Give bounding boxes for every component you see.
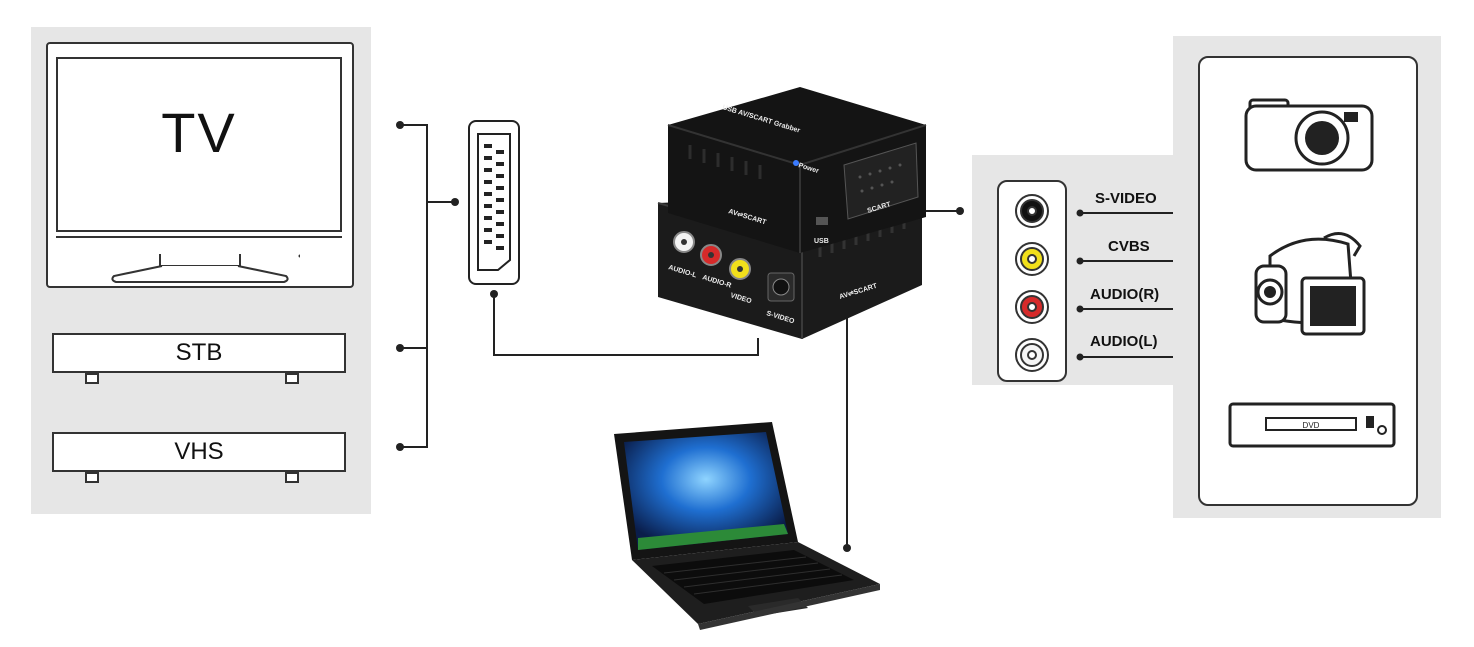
tv-bezel [56, 236, 342, 256]
dvd-player-icon: DVD [1228, 402, 1396, 448]
rca-label-audio-l: AUDIO(L) [1090, 333, 1158, 350]
stb-label: STB [175, 339, 223, 366]
camera-icon [1244, 98, 1374, 172]
vhs-label: VHS [174, 438, 224, 465]
vhs-feet [85, 472, 299, 483]
tv-stand [111, 254, 300, 283]
rca-label-audio-r: AUDIO(R) [1090, 286, 1160, 303]
camcorder-icon [1254, 232, 1366, 336]
tv-label: TV [161, 101, 237, 164]
av-scart-grabber: USB AV/SCART Grabber Power AV⇌SCART USB … [657, 87, 927, 339]
stb-box: STB [52, 333, 346, 373]
grabber-usb-label: USB [814, 238, 829, 245]
rca-label-svideo: S-VIDEO [1095, 190, 1157, 207]
rca-jacks [1015, 194, 1049, 372]
dvd-label: DVD [1303, 421, 1320, 430]
laptop-illustration [614, 422, 880, 630]
vhs-box: VHS [52, 432, 346, 472]
scart-pins [477, 133, 511, 271]
stb-feet [85, 373, 299, 384]
tv-screen [56, 57, 342, 232]
rca-label-cvbs: CVBS [1108, 238, 1150, 255]
